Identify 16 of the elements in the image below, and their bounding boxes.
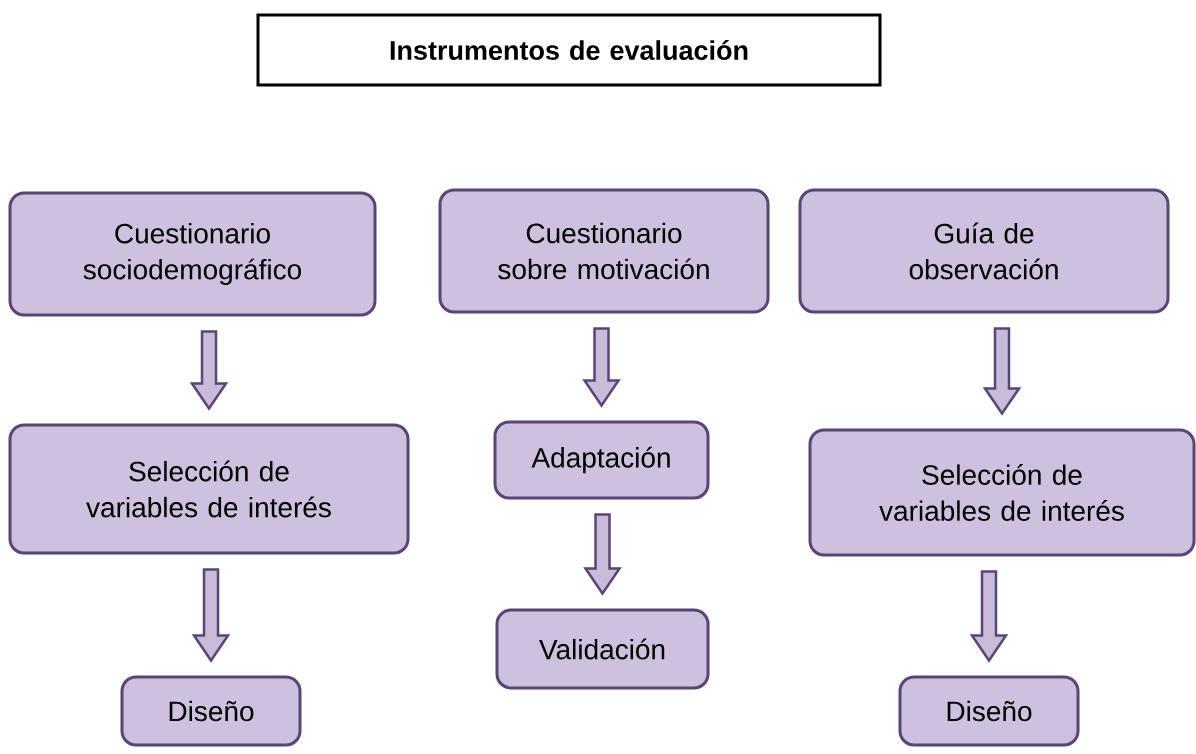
block-arrow <box>982 327 1022 416</box>
block-arrow <box>583 513 622 596</box>
process-box: Diseño <box>898 675 1080 747</box>
process-box: Selección de variables de interés <box>808 428 1196 557</box>
title-box: Instrumentos de evaluación <box>256 13 882 87</box>
process-box: Selección de variables de interés <box>8 423 410 555</box>
process-box: Adaptación <box>493 420 710 500</box>
process-box: Cuestionario sobre motivación <box>438 188 770 314</box>
process-box: Cuestionario sociodemográfico <box>8 191 377 317</box>
block-arrow <box>969 570 1009 663</box>
block-arrow <box>191 568 231 663</box>
process-box: Diseño <box>120 675 302 747</box>
block-arrow <box>189 330 229 411</box>
process-box: Validación <box>495 608 710 690</box>
process-box: Guía de observación <box>798 188 1170 314</box>
block-arrow <box>582 327 621 408</box>
